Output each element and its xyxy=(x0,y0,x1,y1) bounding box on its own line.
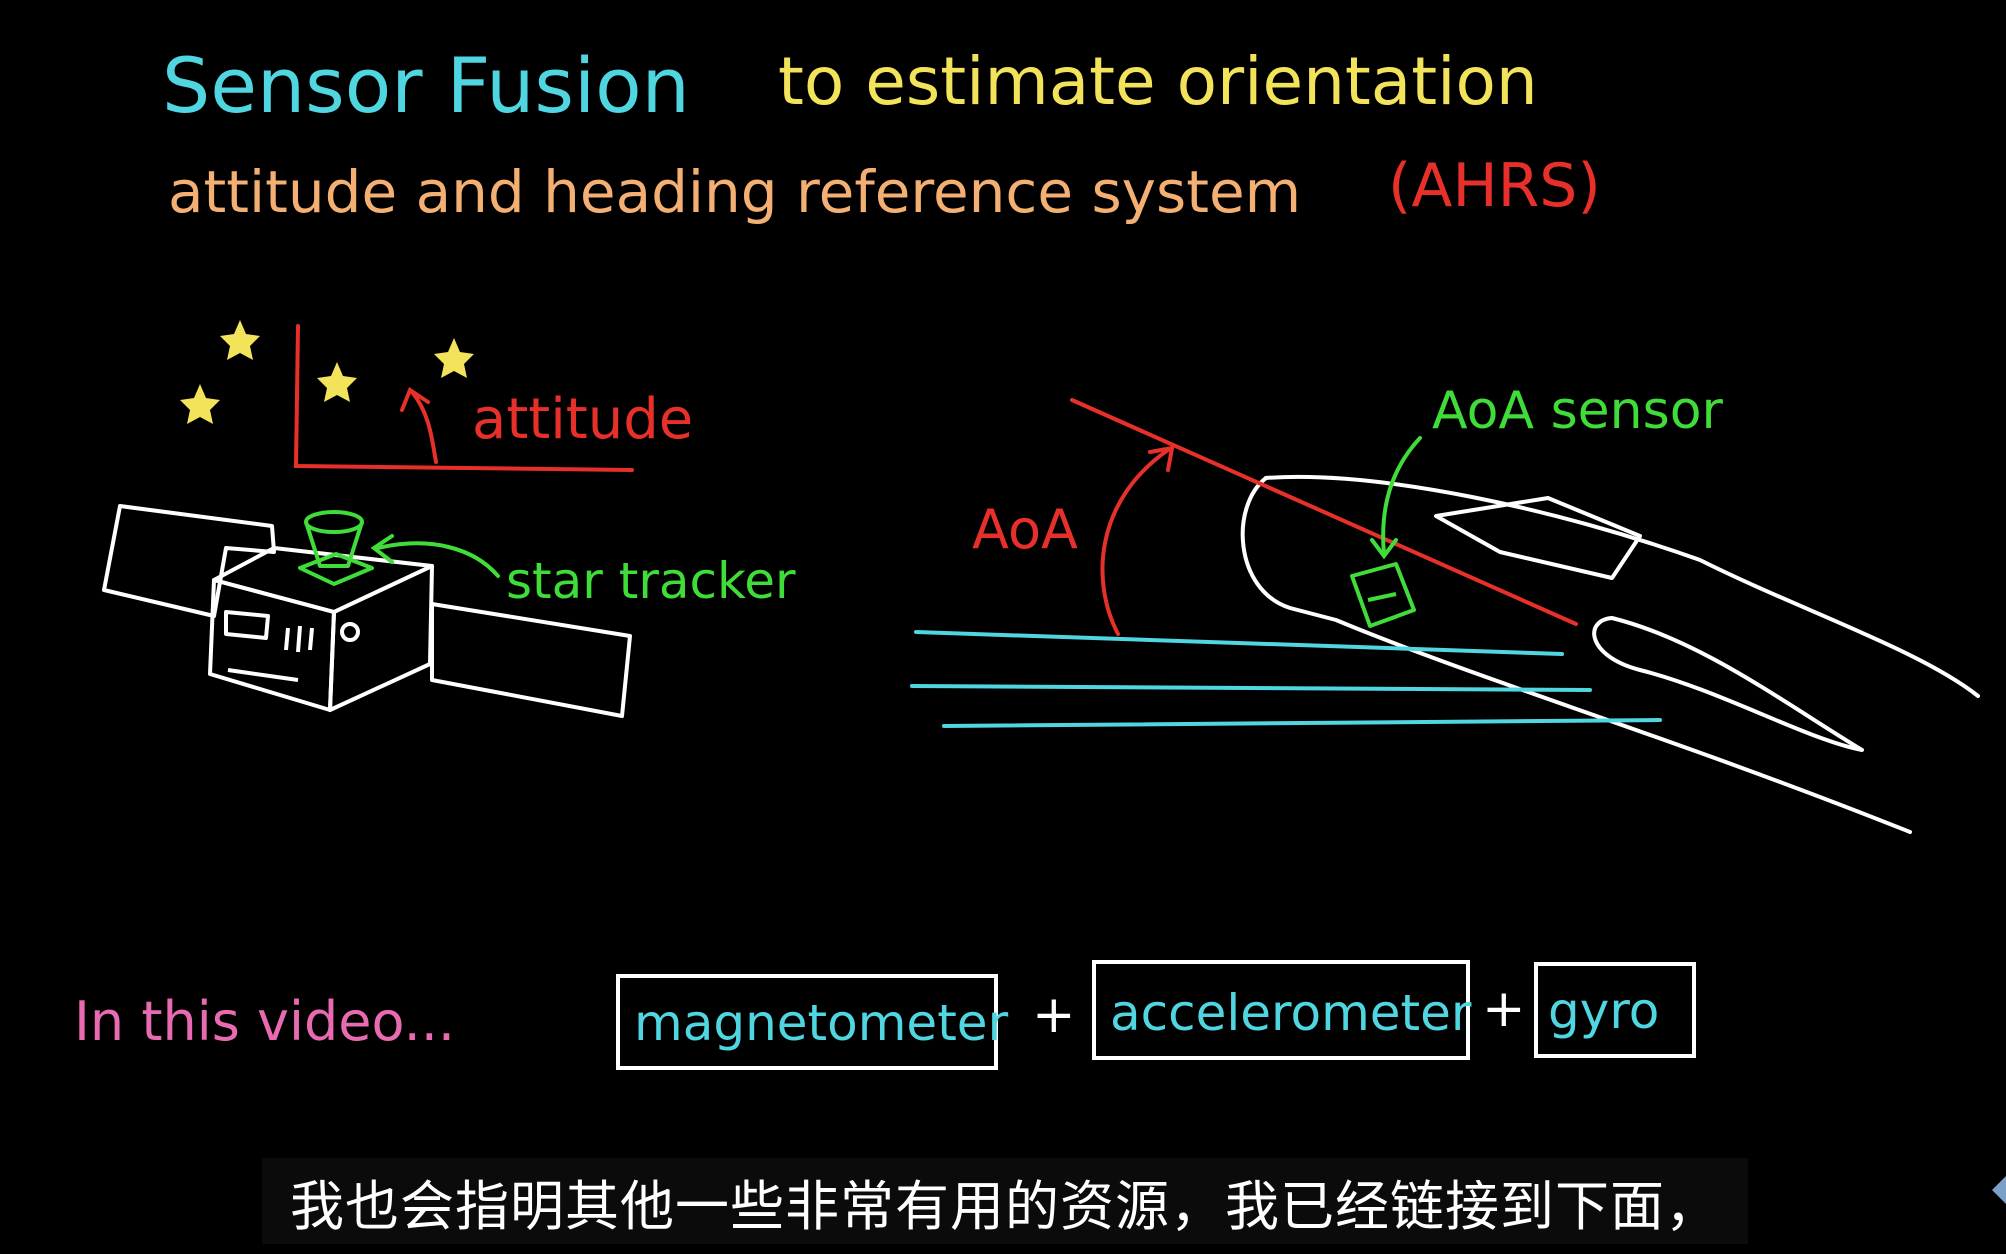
plus-sign-2: + xyxy=(1482,979,1526,1039)
attitude-label: attitude xyxy=(472,387,693,452)
solar-panel-right xyxy=(430,602,632,718)
body-window xyxy=(224,610,270,640)
star-icons xyxy=(180,320,474,424)
chevron-left-icon[interactable] xyxy=(1992,1176,2006,1204)
aoa-label: AoA xyxy=(972,498,1078,561)
star-tracker-icon xyxy=(298,510,374,586)
wing-outline xyxy=(1240,474,1980,834)
attitude-arc-arrow xyxy=(410,390,438,464)
subtitle-bar: 我也会指明其他一些非常有用的资源，我已经链接到下面， xyxy=(262,1158,1748,1244)
star-tracker-label: star tracker xyxy=(506,552,796,610)
subtitle-ahrs-acronym: (AHRS) xyxy=(1388,151,1601,221)
magnetometer-label: magnetometer xyxy=(634,994,1009,1052)
accelerometer-box xyxy=(1092,960,1470,1060)
title-to-estimate-orientation: to estimate orientation xyxy=(778,43,1538,120)
satellite-drawing xyxy=(102,504,632,718)
title-sensor-fusion: Sensor Fusion xyxy=(162,41,690,130)
accelerometer-label: accelerometer xyxy=(1110,984,1472,1042)
magnetometer-box xyxy=(616,974,998,1070)
solar-panel-left xyxy=(102,504,276,618)
airflow-lines xyxy=(910,630,1662,728)
subtitle-text: 我也会指明其他一些非常有用的资源，我已经链接到下面， xyxy=(290,1174,1720,1238)
aoa-sensor-icon xyxy=(1350,562,1416,628)
chord-line xyxy=(1070,398,1578,626)
plus-sign-1: + xyxy=(1032,985,1076,1045)
attitude-axes xyxy=(293,324,634,472)
star-icon xyxy=(180,384,220,424)
star-icon xyxy=(317,362,357,402)
gyro-box xyxy=(1534,962,1696,1058)
subtitle-ahrs-words: attitude and heading reference system xyxy=(168,158,1301,226)
star-icon xyxy=(220,320,260,360)
aoa-sensor-pointer xyxy=(1370,436,1422,560)
aoa-arc-arrow xyxy=(1100,445,1175,636)
intro-text: In this video... xyxy=(74,990,455,1053)
star-tracker-pointer xyxy=(370,534,500,578)
gyro-label: gyro xyxy=(1548,982,1659,1040)
satellite-body-front xyxy=(208,578,336,712)
aoa-sensor-label: AoA sensor xyxy=(1432,381,1724,441)
star-icon xyxy=(434,338,474,378)
